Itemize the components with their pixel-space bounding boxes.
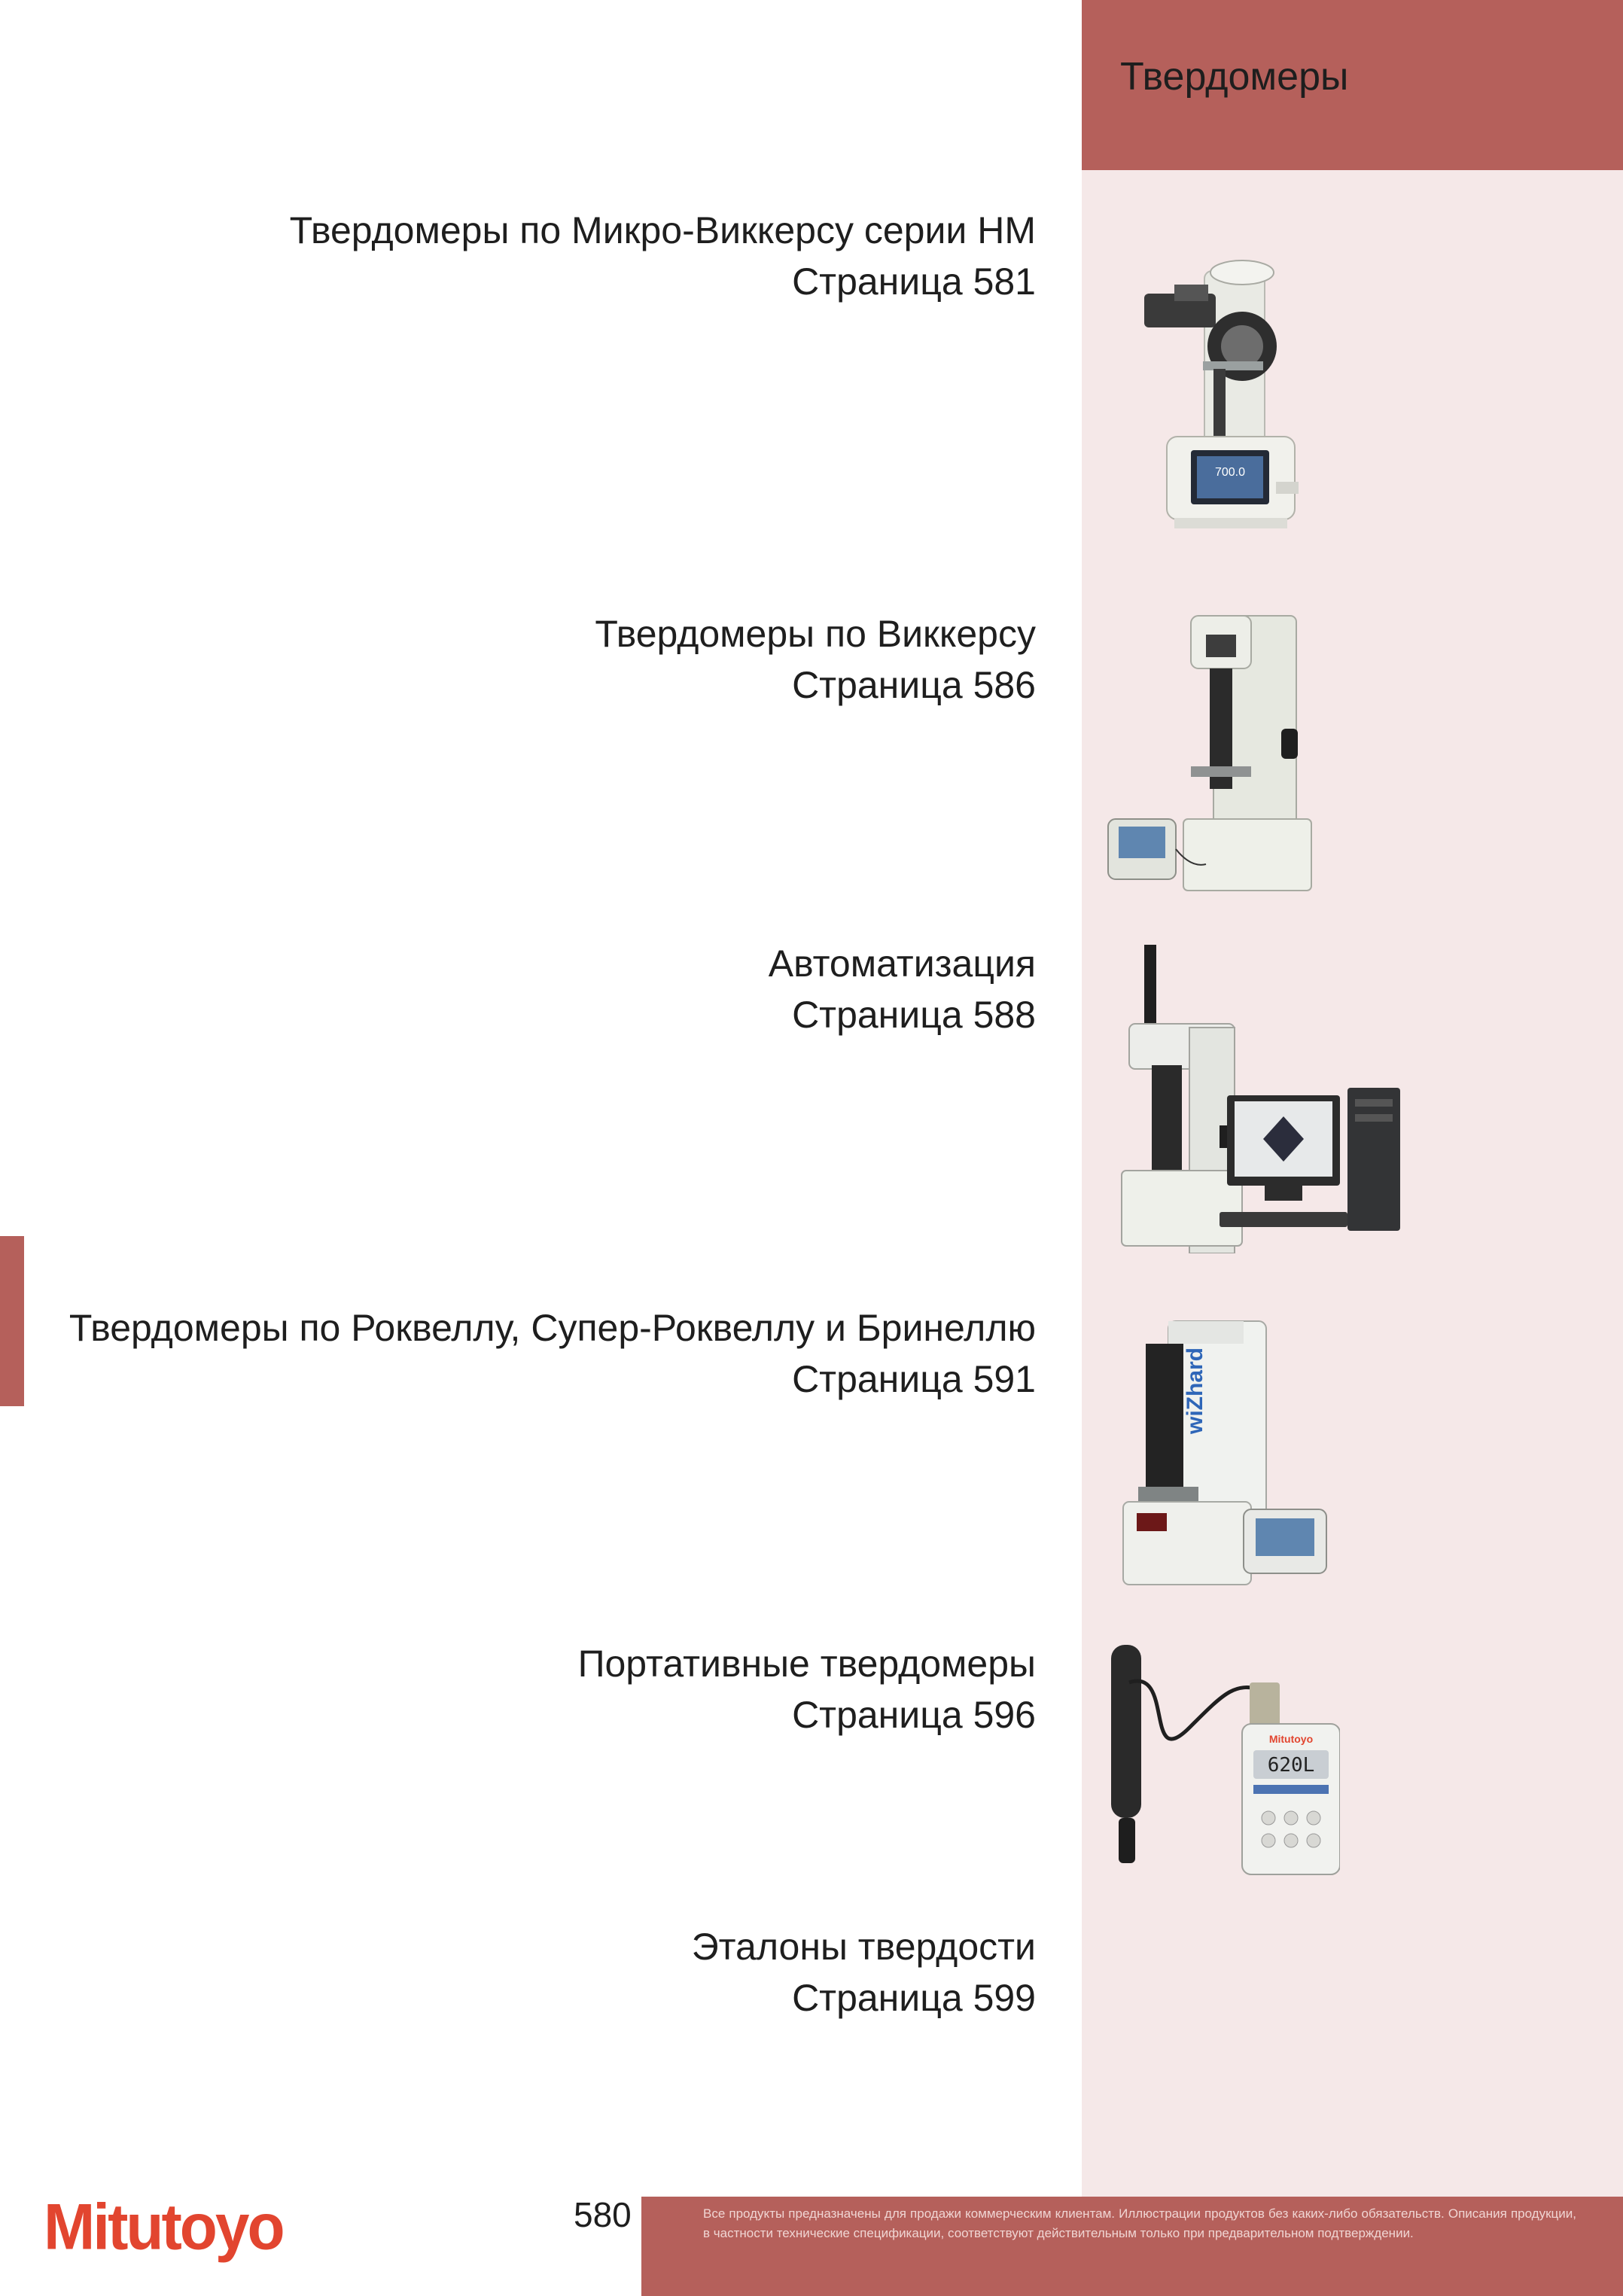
entry-title: Твердомеры по Микро-Виккерсу серии HM [289,209,1036,251]
page-number: 580 [574,2195,632,2234]
portable-display-readout: 620L [1268,1754,1315,1777]
entry-title: Твердомеры по Виккерсу [595,613,1036,655]
toc-entry-micro-vickers[interactable]: Твердомеры по Микро-Виккерсу серии HM Ст… [290,205,1036,307]
section-header-band [1082,0,1623,170]
rockwell-tester-image: wiZhard [1116,1314,1341,1592]
portable-brand-label: Mitutoyo [1269,1733,1313,1745]
entry-title: Твердомеры по Роквеллу, Супер-Роквеллу и… [69,1307,1036,1349]
toc-entry-vickers[interactable]: Твердомеры по Виккерсу Страница 586 [595,608,1036,711]
entry-page-link[interactable]: Страница 591 [792,1358,1036,1400]
toc-entry-rockwell[interactable]: Твердомеры по Роквеллу, Супер-Роквеллу и… [69,1302,1036,1405]
portable-tester-image: Mitutoyo 620L [1099,1637,1340,1886]
rockwell-brand-label: wiZhard [1183,1347,1207,1435]
entry-page-link[interactable]: Страница 588 [792,994,1036,1036]
entry-title: Портативные твердомеры [577,1643,1036,1685]
entry-title: Автоматизация [768,942,1036,985]
footer-band [641,2197,1623,2296]
entry-title: Эталоны твердости [691,1926,1036,1968]
entry-page-link[interactable]: Страница 581 [792,260,1036,303]
entry-page-link[interactable]: Страница 596 [792,1694,1036,1736]
footer-disclaimer: Все продукты предназначены для продажи к… [703,2206,1576,2240]
section-title: Твердомеры [1120,55,1349,99]
micro-vickers-tester-image: 700.0 [1129,256,1325,534]
tester-screen-readout: 700.0 [1215,466,1245,479]
entry-page-link[interactable]: Страница 586 [792,664,1036,706]
section-tab-marker [0,1236,24,1406]
toc-entry-automation[interactable]: Автоматизация Страница 588 [769,938,1036,1040]
vickers-tester-image [1101,608,1326,894]
toc-entry-portable[interactable]: Портативные твердомеры Страница 596 [578,1638,1036,1740]
toc-entry-standards[interactable]: Эталоны твердости Страница 599 [692,1921,1036,2023]
automation-system-image [1107,945,1408,1253]
mitutoyo-logo: Mitutoyo [44,2191,285,2264]
entry-page-link[interactable]: Страница 599 [792,1977,1036,2019]
